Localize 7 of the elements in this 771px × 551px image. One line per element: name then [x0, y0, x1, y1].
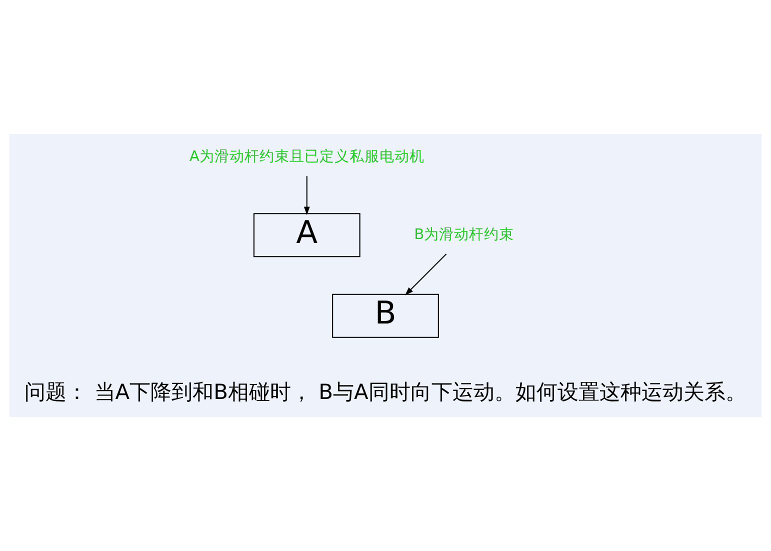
- node-text: B为滑动杆约束: [414, 226, 514, 244]
- label: 问题： 当A下降到和B相碰时， B与A同时向下运动。如何设置这种运动关系。: [24, 380, 746, 404]
- node-box: B: [332, 294, 439, 338]
- arrow: [304, 176, 310, 216]
- node-text: A为滑动杆约束且已定义私服电动机: [189, 148, 424, 165]
- arrow: [404, 254, 447, 296]
- node-box: A: [253, 213, 360, 258]
